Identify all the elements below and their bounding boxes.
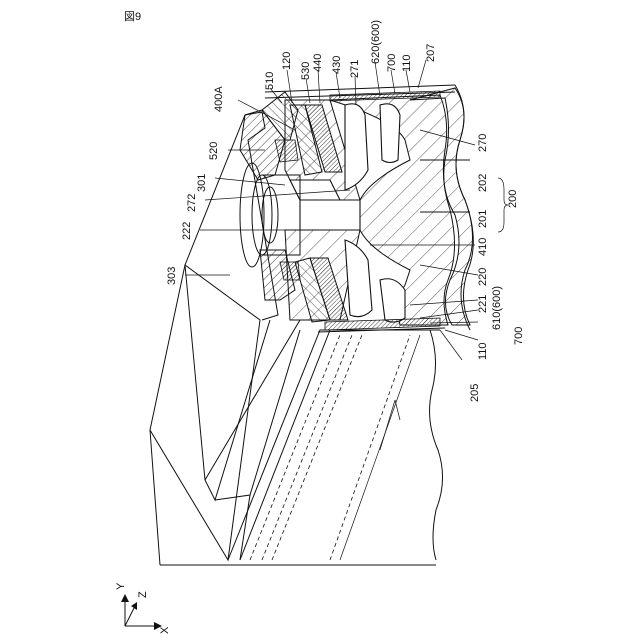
label-440: 440 xyxy=(312,54,324,72)
label-610: 610(600) xyxy=(491,286,503,330)
label-205: 205 xyxy=(469,384,481,402)
z-axis-arrow xyxy=(125,606,135,626)
axis-x-label: X xyxy=(159,626,171,634)
label-272: 272 xyxy=(186,194,198,212)
coordinate-axes: Y Z X xyxy=(115,582,171,634)
label-110-top: 110 xyxy=(401,54,413,72)
label-430: 430 xyxy=(331,56,343,74)
label-520: 520 xyxy=(208,142,220,160)
label-271: 271 xyxy=(349,60,361,78)
label-301: 301 xyxy=(196,174,208,192)
y-arrowhead-icon xyxy=(121,594,129,602)
label-410: 410 xyxy=(477,238,489,256)
brace-200 xyxy=(498,178,508,232)
label-220: 220 xyxy=(477,268,489,286)
upper-section xyxy=(265,85,473,332)
label-270: 270 xyxy=(477,134,489,152)
label-201: 201 xyxy=(477,210,489,228)
label-700-top: 700 xyxy=(386,54,398,72)
label-222: 222 xyxy=(181,222,193,240)
left-labels: 400A 520 301 272 222 303 xyxy=(166,86,225,285)
label-620: 620(600) xyxy=(370,20,382,64)
label-221: 221 xyxy=(477,295,489,313)
label-530: 530 xyxy=(300,62,312,80)
label-700-bottom: 700 xyxy=(513,327,525,345)
label-120: 120 xyxy=(281,52,293,70)
label-207: 207 xyxy=(425,44,437,62)
label-303: 303 xyxy=(166,267,178,285)
label-200: 200 xyxy=(507,190,519,208)
axis-y-label: Y xyxy=(115,582,127,590)
figure-label: 図9 xyxy=(124,10,141,23)
ring-assembly xyxy=(240,92,300,300)
label-110-bottom: 110 xyxy=(477,342,489,360)
axis-z-label: Z xyxy=(137,591,149,598)
label-400A: 400A xyxy=(213,86,225,112)
label-510: 510 xyxy=(264,72,276,90)
top-labels: 510 120 530 440 430 271 620(600) 700 110… xyxy=(264,20,437,90)
right-labels: 270 202 200 201 410 220 221 610(600) 700… xyxy=(469,134,525,402)
label-202: 202 xyxy=(477,174,489,192)
